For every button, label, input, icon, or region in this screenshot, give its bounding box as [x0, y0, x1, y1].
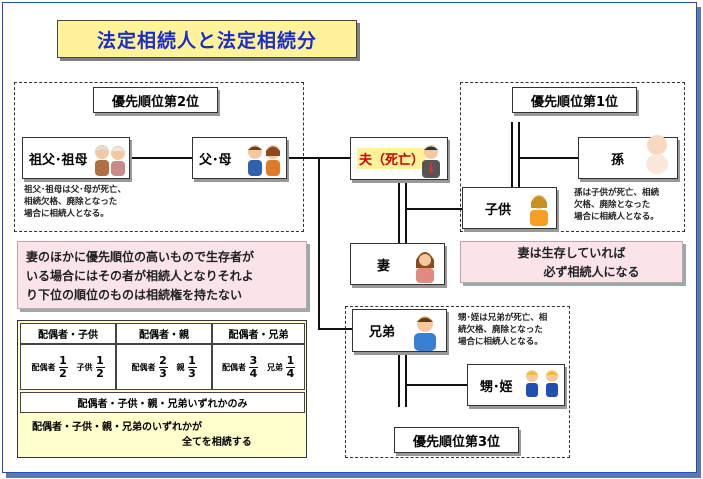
connector-grandchild-2 [518, 122, 520, 188]
grandchild-illustration-icon [646, 135, 668, 174]
siblings-illustration-icon [414, 316, 436, 351]
priority-note: 妻のほかに優先順位の高いもので生存者が いる場合にはその者が相続人となりそれよ … [17, 241, 307, 309]
siblings-name: 兄弟 [369, 325, 396, 340]
connector-vertical-to-siblings [318, 157, 320, 329]
grandparents-name: 祖父･祖母 [29, 152, 88, 168]
grandchild-name: 孫 [611, 152, 625, 168]
table-header-spouse-sibling: 配偶者・兄弟 [212, 323, 305, 344]
nephews-illustration-icon [526, 370, 558, 397]
husband-illustration-icon [422, 145, 440, 178]
rank3-label: 優先順位第3位 [394, 427, 519, 453]
connector-siblings-nephews-2 [405, 352, 407, 407]
table-header-spouse-child: 配偶者・子供 [20, 323, 116, 344]
rank1-label: 優先順位第1位 [512, 87, 637, 113]
grandparents-note: 祖父･祖母は父･母が死亡、 相続欠格、廃除となった 場合に相続人となる。 [24, 185, 127, 219]
parents-name: 父･母 [199, 152, 232, 168]
page-title: 法定相続人と法定相続分 [57, 20, 357, 58]
child-box: 子供 [462, 187, 557, 229]
child-name: 子供 [485, 202, 512, 218]
rank2-label: 優先順位第2位 [93, 87, 218, 113]
grandparents-box: 祖父･祖母 [22, 137, 130, 179]
siblings-box: 兄弟 [352, 309, 447, 352]
connector-to-nephews [405, 384, 467, 386]
nephews-box: 甥･姪 [467, 364, 565, 406]
nephews-name: 甥･姪 [480, 379, 513, 395]
table-header-spouse-parent: 配偶者・親 [116, 323, 212, 344]
child-note: 孫は子供が死亡、相続 欠格、廃除となった 場合に相続人となる。 [574, 188, 660, 222]
connector-to-grandchild [518, 157, 578, 159]
table-row-sole-heir: 配偶者・子供・親・兄弟いずれかのみ [20, 392, 305, 413]
wife-box: 妻 [350, 243, 445, 285]
child-illustration-icon [530, 195, 548, 226]
parents-box: 父･母 [192, 137, 287, 179]
connector-siblings-nephews-1 [398, 352, 400, 407]
husband-name: 夫（死亡） [357, 148, 427, 169]
parents-illustration-icon [248, 145, 280, 176]
connector-husband-child-1 [398, 180, 400, 252]
wife-inheritance-note: 妻は生存していれば 必ず相続人になる [460, 241, 683, 283]
grandparents-illustration-icon [95, 145, 125, 176]
connector-grandchild-1 [511, 122, 513, 188]
connector-to-siblings [318, 328, 352, 330]
wife-name: 妻 [377, 258, 391, 274]
grandchild-box: 孫 [578, 135, 678, 179]
connector-husband-child-2 [405, 180, 407, 252]
siblings-note: 甥･姪は兄弟が死亡、相 続欠格、廃除となった 場合に相続人となる。 [458, 313, 548, 347]
husband-box: 夫（死亡） [350, 137, 448, 180]
wife-illustration-icon [416, 252, 434, 283]
table-sole-heir-text: 配偶者・子供・親・兄弟のいずれかが 全てを相続する [32, 422, 252, 448]
rank1-group [460, 82, 685, 232]
connector-grandparents-parents [130, 157, 192, 159]
rank3-group [345, 306, 570, 458]
connector-to-child [405, 208, 462, 210]
